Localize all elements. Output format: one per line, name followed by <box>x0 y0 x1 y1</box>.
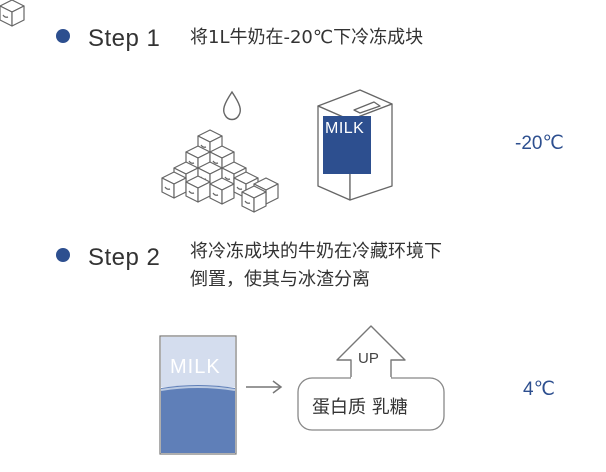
step2-label: Step 2 <box>88 244 161 271</box>
step2-bullet <box>56 248 70 262</box>
result-text: 蛋白质 乳糖 <box>312 397 408 418</box>
ice-cubes-icon <box>0 0 279 213</box>
step2-temperature: 4℃ <box>523 379 555 400</box>
step2-description-line2: 倒置，使其与冰渣分离 <box>190 269 370 290</box>
step1-description: 将1L牛奶在-20℃下冷冻成块 <box>190 27 424 48</box>
inverted-milk-carton-icon <box>159 335 237 455</box>
step1-label: Step 1 <box>88 25 161 52</box>
step1-carton-text: MILK <box>325 120 365 137</box>
step1-bullet <box>56 29 70 43</box>
carton-label-panel <box>323 116 371 174</box>
up-arrow-label: UP <box>358 350 379 367</box>
step2-carton-text: MILK <box>170 356 221 378</box>
step1-temperature: -20℃ <box>515 133 564 154</box>
water-drop-icon <box>223 90 241 121</box>
step2-description-line1: 将冷冻成块的牛奶在冷藏环境下 <box>190 241 442 262</box>
arrow-right-icon <box>246 380 283 394</box>
